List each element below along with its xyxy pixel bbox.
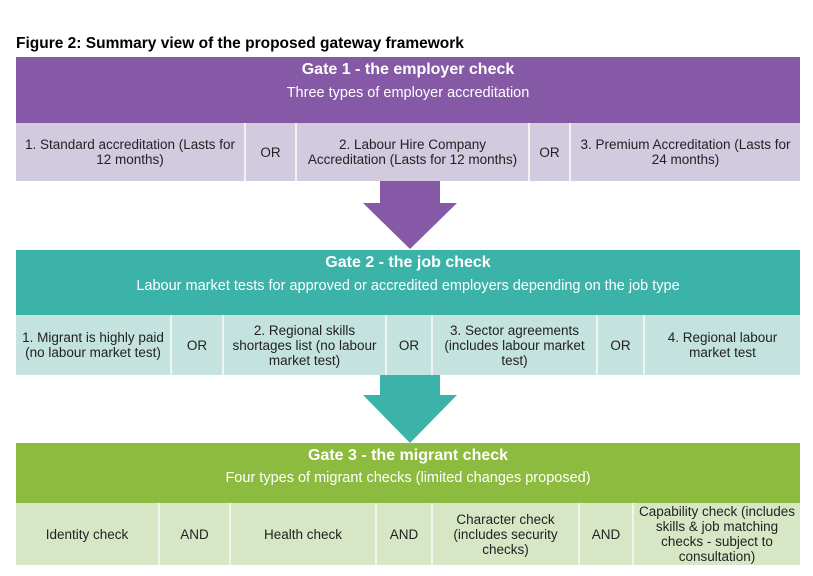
and-connector: AND (160, 503, 231, 565)
gate1-options: 1. Standard accreditation (Lasts for 12 … (16, 123, 800, 181)
gate1-heading: Gate 1 - the employer check (301, 61, 515, 78)
down-arrow-icon (363, 181, 457, 249)
and-connector: AND (580, 503, 634, 565)
or-connector: OR (387, 315, 433, 375)
check-cell: Capability check (includes skills & job … (638, 504, 796, 564)
and-connector: AND (377, 503, 433, 565)
option-cell: 1. Migrant is highly paid (no labour mar… (16, 315, 172, 375)
check-cell: Identity check (16, 503, 160, 565)
gate2-header: Gate 2 - the job check Labour market tes… (16, 250, 800, 315)
or-connector: OR (172, 315, 224, 375)
down-arrow-icon (363, 375, 457, 443)
gate1-subheading: Three types of employer accreditation (286, 85, 530, 101)
check-cell: Character check (includes security check… (433, 503, 580, 565)
or-connector: OR (246, 123, 297, 181)
gate2-options: 1. Migrant is highly paid (no labour mar… (16, 315, 800, 375)
option-cell: 1. Standard accreditation (Lasts for 12 … (16, 123, 246, 181)
gate2-subheading: Labour market tests for approved or accr… (136, 278, 680, 294)
figure-title: Figure 2: Summary view of the proposed g… (16, 35, 464, 52)
or-connector: OR (530, 123, 571, 181)
gate3-subheading: Four types of migrant checks (limited ch… (225, 470, 591, 486)
option-cell: 2. Labour Hire Company Accreditation (La… (297, 123, 530, 181)
gate3-heading: Gate 3 - the migrant check (307, 447, 509, 464)
option-cell: 2. Regional skills shortages list (no la… (224, 315, 387, 375)
option-cell: 4. Regional labour market test (667, 330, 778, 360)
or-connector: OR (598, 315, 645, 375)
gate1-header: Gate 1 - the employer check Three types … (16, 57, 800, 123)
option-cell: 3. Premium Accreditation (Lasts for 24 m… (580, 137, 791, 167)
gate3-header: Gate 3 - the migrant check Four types of… (16, 443, 800, 503)
gate3-checks: Identity check AND Health check AND Char… (16, 503, 800, 565)
check-cell: Health check (231, 503, 377, 565)
gate2-heading: Gate 2 - the job check (325, 254, 491, 271)
option-cell: 3. Sector agreements (includes labour ma… (433, 315, 598, 375)
